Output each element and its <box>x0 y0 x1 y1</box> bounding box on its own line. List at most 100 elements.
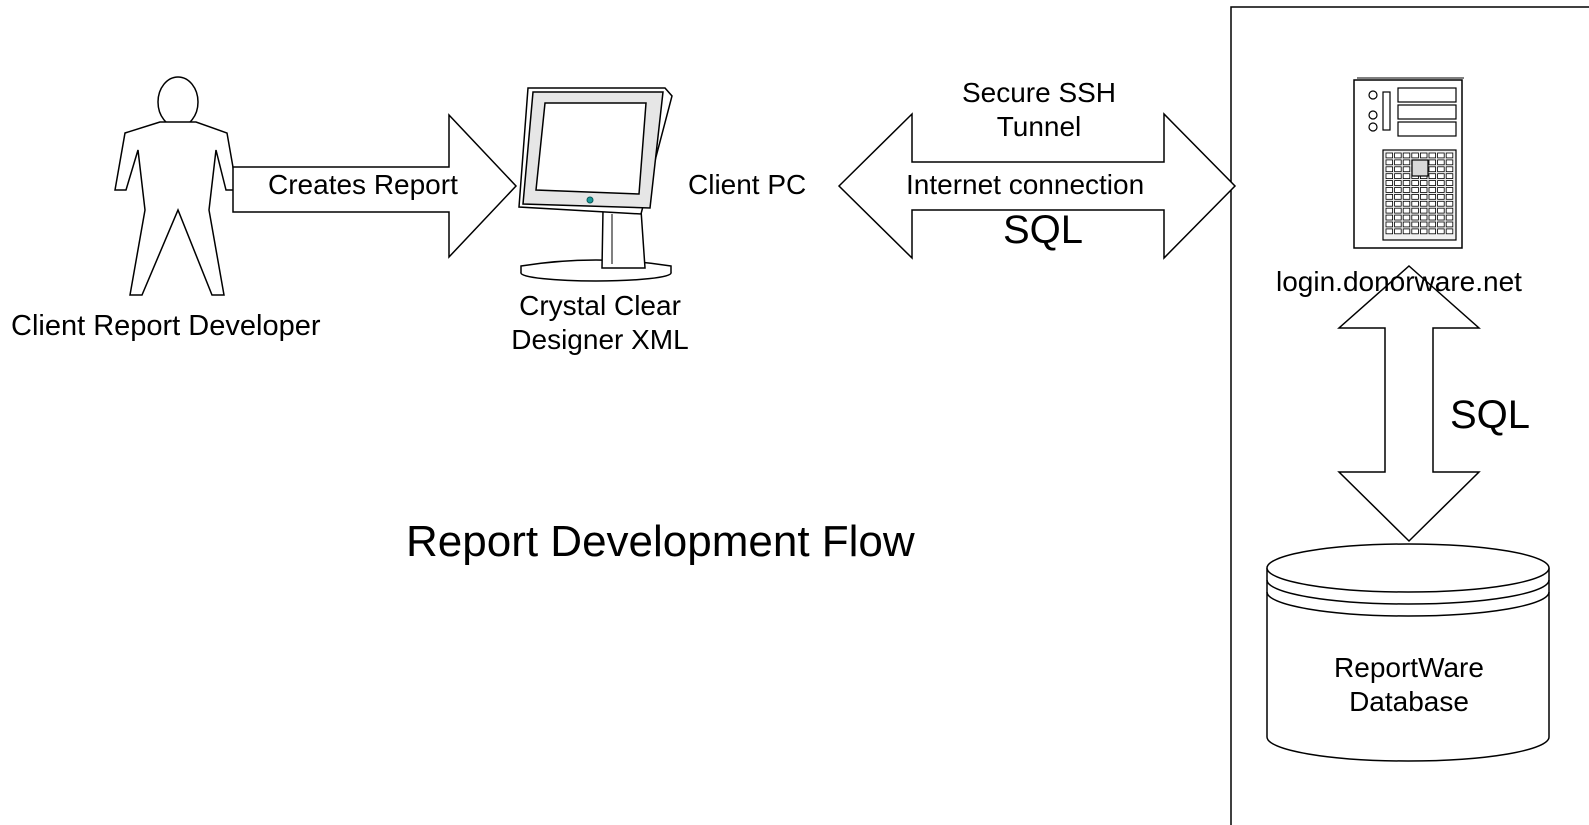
server-vent-cell <box>1394 152 1402 159</box>
server-vent-cell <box>1394 166 1402 173</box>
server-vent-cell <box>1428 166 1436 173</box>
sql-label-side: SQL <box>1450 393 1531 437</box>
server-vent-cell <box>1402 228 1411 235</box>
server-vent-cell <box>1402 173 1411 179</box>
server-vent-cell <box>1420 200 1428 207</box>
server-vent-cell <box>1437 207 1445 214</box>
server-vent-cell <box>1437 200 1445 207</box>
server-vent-cell <box>1437 214 1445 221</box>
ssh-tunnel-line1: Secure SSH <box>961 77 1117 108</box>
server-vent-cell <box>1420 152 1428 159</box>
server-vent-cell <box>1385 221 1393 228</box>
server-vent-cell <box>1402 207 1411 214</box>
server-vent-cell <box>1402 214 1411 221</box>
server-vent-cell <box>1445 159 1454 166</box>
flow-title: Report Development Flow <box>406 517 915 566</box>
server-vent-cell <box>1420 214 1428 221</box>
server-vent-cell <box>1445 228 1454 235</box>
server-vent-cell <box>1402 187 1411 193</box>
developer-label: Client Report Developer <box>11 310 321 342</box>
server-vent-cell <box>1437 166 1445 173</box>
server-vent-cell <box>1445 180 1454 186</box>
server-vent-cell <box>1420 207 1428 214</box>
server-vent-cell <box>1402 152 1411 159</box>
server-vent-cell <box>1411 228 1419 235</box>
database-label-line1: ReportWare <box>1334 652 1484 683</box>
designer-label-line2: Designer XML <box>511 323 689 355</box>
server-vent-cell <box>1411 152 1419 159</box>
server-vent-cell <box>1420 228 1428 235</box>
server-vent-cell <box>1437 180 1445 186</box>
person-icon <box>114 76 238 296</box>
server-vent-cell <box>1385 228 1393 235</box>
server-vent-cell <box>1437 173 1445 179</box>
server-vent-cell <box>1420 193 1428 200</box>
client-pc-label: Client PC <box>688 169 807 200</box>
server-vent-cell <box>1385 214 1393 221</box>
server-vent-cell <box>1445 152 1454 159</box>
server-vent-cell <box>1445 193 1454 200</box>
server-vent-cell <box>1411 180 1419 186</box>
server-vent-cell <box>1445 187 1454 193</box>
server-vent-cell <box>1428 214 1436 221</box>
server-vent-cell <box>1428 228 1436 235</box>
server-vent-cell <box>1385 180 1393 186</box>
server-vent-cell <box>1394 159 1402 166</box>
server-vent-cell <box>1394 180 1402 186</box>
server-label: login.donorware.net <box>1276 266 1522 297</box>
server-vent-cell <box>1402 221 1411 228</box>
server-icon <box>1353 77 1464 249</box>
database-label-line2: Database <box>1349 685 1469 717</box>
server-vent-cell <box>1394 221 1402 228</box>
server-vent-cell <box>1394 193 1402 200</box>
server-vent-cell <box>1428 180 1436 186</box>
server-vent-cell <box>1402 193 1411 200</box>
creates-report-arrow <box>232 113 518 259</box>
server-vent-cell <box>1445 200 1454 207</box>
ssh-tunnel-label: Secure SSH Tunnel <box>917 76 1161 143</box>
server-vent-cell <box>1402 166 1411 173</box>
sql-label-top: SQL <box>1003 208 1084 252</box>
server-vent-cell <box>1394 207 1402 214</box>
server-vent-cell <box>1411 207 1419 214</box>
server-vent-cell <box>1428 193 1436 200</box>
server-vent-cell <box>1445 214 1454 221</box>
designer-label-line1: Crystal Clear <box>519 290 681 321</box>
ssh-tunnel-line2: Tunnel <box>996 110 1082 142</box>
server-vent-cell <box>1420 221 1428 228</box>
server-vent-cell <box>1411 214 1419 221</box>
server-vent-cell <box>1428 159 1436 166</box>
server-vent-cell <box>1411 193 1419 200</box>
server-vent-cell <box>1428 152 1436 159</box>
server-vent-cell <box>1385 159 1393 166</box>
server-vent-cell <box>1385 207 1393 214</box>
server-vent-cell <box>1445 166 1454 173</box>
server-vent-cell <box>1428 221 1436 228</box>
server-vent-cell <box>1385 187 1393 193</box>
server-vent-cell <box>1437 187 1445 193</box>
server-vent-cell <box>1428 173 1436 179</box>
server-vent-cell <box>1445 221 1454 228</box>
server-vent-cell <box>1420 180 1428 186</box>
server-vent-cell <box>1394 187 1402 193</box>
server-vent-cell <box>1428 207 1436 214</box>
server-vent-cell <box>1411 221 1419 228</box>
server-vent-cell <box>1385 193 1393 200</box>
creates-report-label: Creates Report <box>268 169 458 200</box>
server-vent-cell <box>1445 173 1454 179</box>
server-vent-cell <box>1420 187 1428 193</box>
server-vent-cell <box>1402 180 1411 186</box>
server-vent-cell <box>1394 228 1402 235</box>
server-vent-cell <box>1385 152 1393 159</box>
server-vent-cell <box>1411 187 1419 193</box>
server-vent-cell <box>1394 173 1402 179</box>
server-vent-cell <box>1445 207 1454 214</box>
server-vent-cell <box>1437 193 1445 200</box>
server-zone-border <box>1230 6 1589 825</box>
server-vent-cell <box>1402 159 1411 166</box>
internet-connection-label: Internet connection <box>906 169 1145 200</box>
server-vent-cell <box>1385 166 1393 173</box>
server-vent-cell <box>1394 200 1402 207</box>
server-vent-cell <box>1428 200 1436 207</box>
